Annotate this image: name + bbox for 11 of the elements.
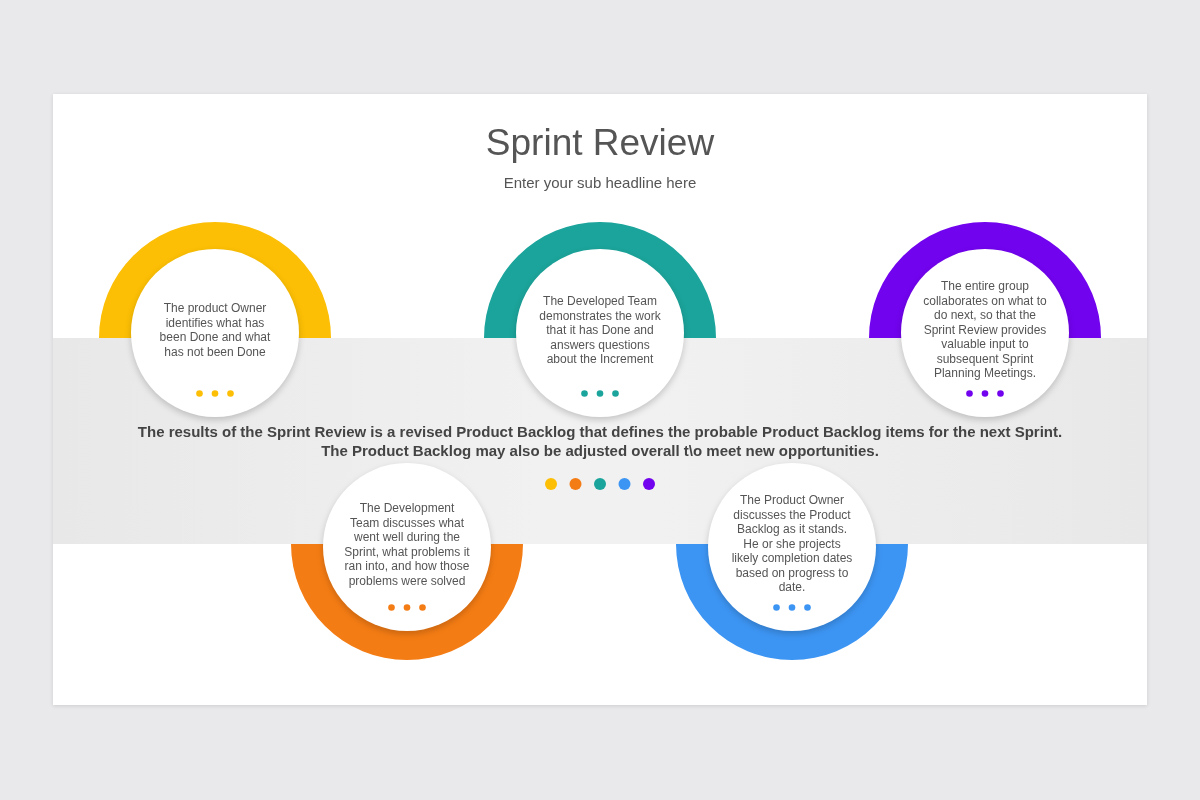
ring-circle	[676, 463, 908, 660]
circle-text: The Developed Team demonstrates the work that it has Done and answers questions about the Increment	[538, 293, 662, 367]
circle-text: The Development Team discusses what went well during the Sprint, what problems it ran into, and how those problems were solved	[344, 500, 470, 588]
ring-circle	[99, 222, 331, 417]
circle-text: The product Owner identifies what has been Done and what has not been Done	[158, 301, 272, 359]
summary-text: The results of the Sprint Review is a revised Product Backlog that defines the probable Product Backlog items for the next Sprint. The Product Backlog may also be adjusted overall t\o meet new opportunities.	[136, 422, 1064, 460]
circle-text: The Product Owner discusses the Product Backlog as it stands. He or she projects likely completion dates based on progress to date.	[730, 493, 854, 595]
ring-circle	[291, 463, 523, 660]
subtitle: Enter your sub headline here	[502, 174, 698, 192]
title: Sprint Review	[484, 121, 716, 165]
circle-text: The entire group collaborates on what to do next, so that the Sprint Review provides valuable input to subsequent Sprint Planning Meetings.	[922, 279, 1048, 381]
